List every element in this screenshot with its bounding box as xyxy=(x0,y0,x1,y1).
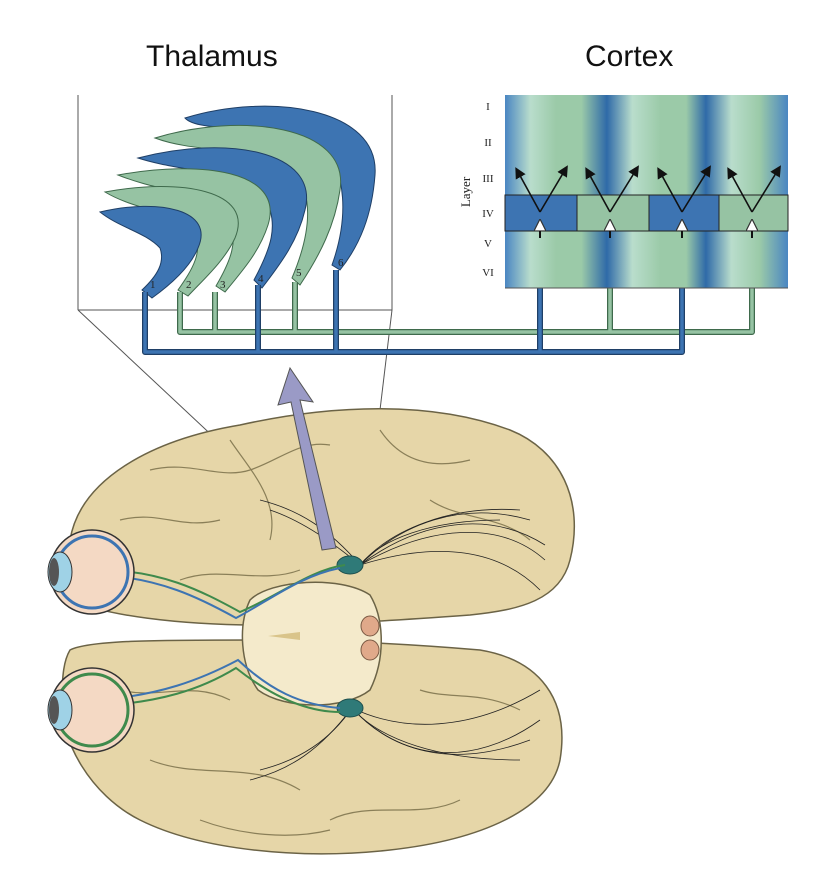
lgn-nucleus-lower xyxy=(336,698,364,718)
layer-label-I: I xyxy=(486,101,490,113)
layer-axis-label: Layer xyxy=(458,176,473,207)
lamina-number-4: 4 xyxy=(258,273,264,285)
layer-label-II: II xyxy=(484,137,492,149)
output-arrows xyxy=(515,165,781,213)
magnification-arrow xyxy=(277,366,337,551)
lamina-number-6: 6 xyxy=(338,257,344,269)
superior-colliculus-1 xyxy=(360,615,380,637)
midbrain xyxy=(241,581,382,706)
lgn-nucleus-upper xyxy=(336,555,364,575)
cortex-panel xyxy=(504,95,789,289)
input-arrows xyxy=(540,225,752,238)
left-eye-upper xyxy=(47,529,135,615)
layer-label-IV: IV xyxy=(482,208,494,220)
lamina-number-5: 5 xyxy=(296,267,302,279)
cortex-layer-labels: I II III IV V VI Layer xyxy=(458,101,494,279)
layer-label-III: III xyxy=(483,173,494,185)
lamina-number-3: 3 xyxy=(220,279,226,291)
lamina-number-2: 2 xyxy=(186,279,192,291)
lamina-number-1: 1 xyxy=(150,279,156,291)
thalamus-title: Thalamus xyxy=(146,40,278,73)
lamina-1 xyxy=(98,205,202,299)
superior-colliculus-2 xyxy=(360,639,380,661)
lgn-laminae: 1 2 3 4 5 6 xyxy=(98,105,376,299)
layer-label-VI: VI xyxy=(482,267,494,279)
left-eye-lower xyxy=(47,667,135,753)
cortex-title: Cortex xyxy=(585,40,674,73)
layer-label-V: V xyxy=(484,238,492,250)
